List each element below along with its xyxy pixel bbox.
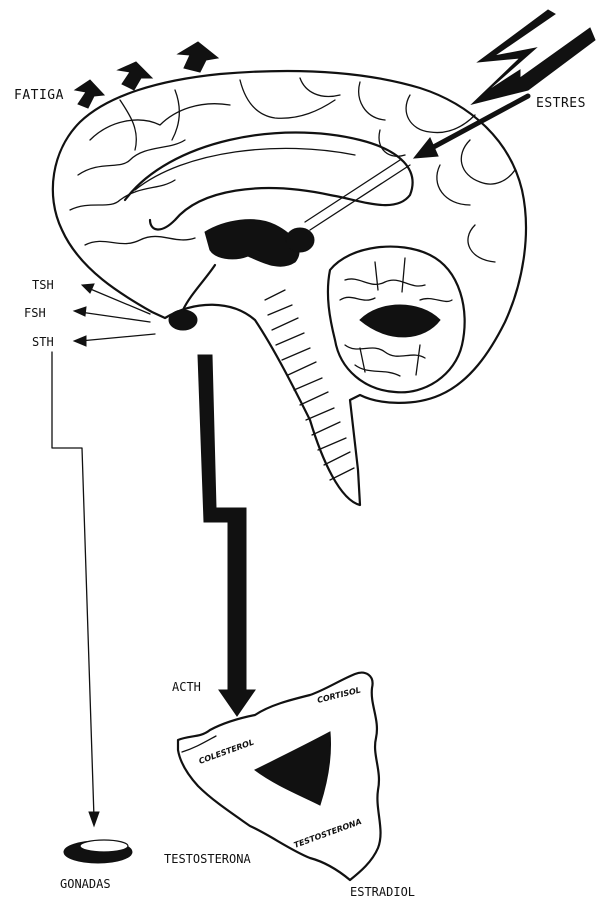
label-gonadas: GONADAS — [60, 877, 111, 891]
label-sth: STH — [32, 335, 54, 349]
label-fatiga: FATIGA — [14, 88, 64, 103]
adrenal-gland-icon — [178, 673, 381, 880]
label-testosterona-outer: TESTOSTERONA — [164, 852, 251, 866]
lightning-bolt-icon — [305, 10, 595, 230]
sth-gonad-connector — [52, 352, 99, 826]
hormone-arrows — [74, 284, 155, 346]
label-fsh: FSH — [24, 306, 46, 320]
label-acth: ACTH — [172, 680, 201, 694]
fatiga-arrows-icon — [75, 42, 218, 108]
label-testosterona-inner: TESTOSTERONA — [293, 817, 363, 850]
cerebellum-icon — [328, 247, 465, 393]
acth-arrow-icon — [198, 355, 255, 716]
label-estradiol: ESTRADIOL — [350, 885, 415, 899]
brainstem-hatching-icon — [265, 290, 354, 480]
label-tsh: TSH — [32, 278, 54, 292]
label-estres: ESTRES — [536, 96, 586, 111]
gonad-icon — [64, 840, 132, 863]
